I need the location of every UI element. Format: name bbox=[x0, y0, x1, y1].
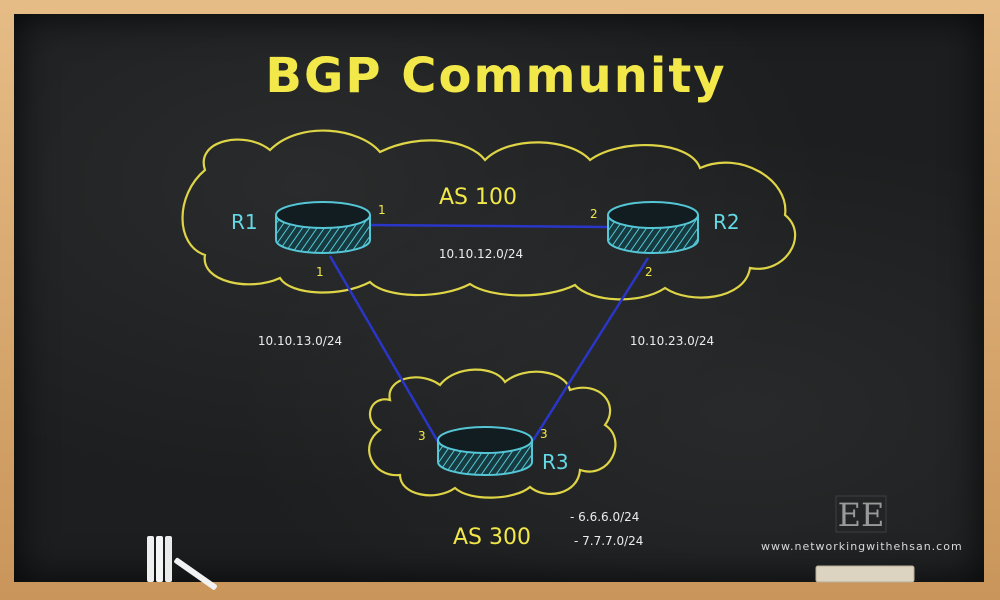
as-100-label: AS 100 bbox=[439, 185, 517, 210]
router-r3 bbox=[437, 426, 533, 476]
r3-network-2: - 7.7.7.0/24 bbox=[574, 534, 643, 548]
ehsan-logo: EE bbox=[835, 495, 887, 534]
router-r2 bbox=[607, 201, 699, 254]
as-100-cloud bbox=[181, 129, 797, 301]
chalkboard-surface bbox=[14, 14, 984, 582]
subnet-r1-r2: 10.10.12.0/24 bbox=[439, 247, 523, 261]
router-r1 bbox=[275, 201, 371, 254]
logo-letters: EE bbox=[838, 496, 885, 534]
iface-r3-to-r2: 3 bbox=[540, 427, 548, 441]
iface-r1-to-r3: 1 bbox=[316, 265, 324, 279]
subnet-r1-r3: 10.10.13.0/24 bbox=[258, 334, 342, 348]
iface-r2-to-r1: 2 bbox=[590, 207, 598, 221]
router-label-r3: R3 bbox=[542, 450, 569, 474]
router-label-r1: R1 bbox=[231, 210, 258, 234]
link-r1-r2 bbox=[369, 223, 609, 229]
as-300-cloud bbox=[368, 368, 617, 499]
subnet-r2-r3: 10.10.23.0/24 bbox=[630, 334, 714, 348]
r3-network-1: - 6.6.6.0/24 bbox=[570, 510, 639, 524]
iface-r3-to-r1: 3 bbox=[418, 429, 426, 443]
as-300-label: AS 300 bbox=[453, 525, 531, 550]
link-r1-r3 bbox=[328, 255, 440, 443]
iface-r2-to-r3: 2 bbox=[645, 265, 653, 279]
website-url: www.networkingwithehsan.com bbox=[761, 540, 963, 553]
diagram-title: BGP Community bbox=[265, 48, 726, 104]
link-r2-r3 bbox=[530, 257, 650, 443]
chalk-sticks bbox=[147, 536, 217, 590]
iface-r1-to-r2: 1 bbox=[378, 203, 386, 217]
eraser bbox=[815, 565, 915, 583]
router-label-r2: R2 bbox=[713, 210, 740, 234]
